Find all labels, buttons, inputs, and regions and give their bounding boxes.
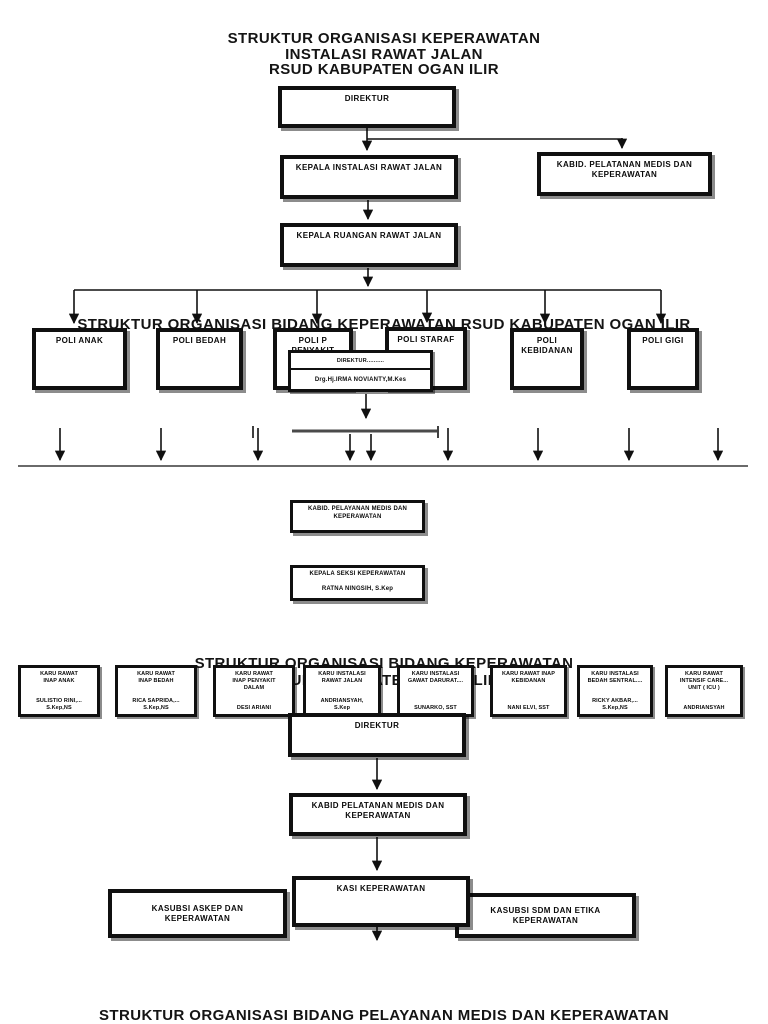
- karu-inap-bedah-title: KARU RAWAT INAP BEDAH: [137, 671, 175, 684]
- box-karu-bedah-sentral: KARU INSTALASI BEDAH SENTRAL.... RICKY A…: [577, 665, 653, 717]
- karu-rawat-jalan-name: ANDRIANSYAH, S.Kep: [320, 698, 364, 711]
- box-karu-inap-anak: KARU RAWAT INAP ANAK SULISTIO RINI,... S…: [18, 665, 100, 717]
- karu-gawat-darurat-name: SUNARKO, SST: [414, 705, 457, 711]
- box-kepala-instalasi: KEPALA INSTALASI RAWAT JALAN: [280, 155, 458, 199]
- karu-kebidanan-name: NANI ELVI, SST: [507, 705, 550, 711]
- karu-icu-title: KARU RAWAT INTENSIF CARE... UNIT ( ICU ): [679, 671, 729, 691]
- box-poli-anak-label: POLI ANAK: [55, 336, 104, 345]
- direktur-overlay-name: Drg.Hj.IRMA NOVIANTY,M.Kes: [314, 376, 407, 383]
- karu-rawat-jalan-title: KARU INSTALASI RAWAT JALAN: [318, 671, 366, 684]
- box-direktur-name-overlay: DIREKTUR.......... Drg.Hj.IRMA NOVIANTY,…: [288, 350, 433, 392]
- box-karu-icu: KARU RAWAT INTENSIF CARE... UNIT ( ICU )…: [665, 665, 743, 717]
- box-kabid-pelatanan-1: KABID. PELATANAN MEDIS DAN KEPERAWATAN: [537, 152, 712, 196]
- box-karu-inap-kebidanan: KARU RAWAT INAP KEBIDANAN NANI ELVI, SST: [490, 665, 567, 717]
- box-karu-instalasi-rawat-jalan: KARU INSTALASI RAWAT JALAN ANDRIANSYAH, …: [303, 665, 381, 717]
- box-kasi-keperawatan-label: KASI KEPERAWATAN: [336, 884, 426, 893]
- box-karu-inap-bedah: KARU RAWAT INAP BEDAH RICA SAPRIDA,... S…: [115, 665, 197, 717]
- box-poli-kebidanan: POLI KEBIDANAN: [510, 328, 584, 390]
- box-poli-bedah: POLI BEDAH: [156, 328, 243, 390]
- box-direktur-1-label: DIREKTUR: [344, 94, 390, 103]
- box-direktur-2: DIREKTUR: [288, 713, 466, 757]
- box-kasi-keperawatan: KASI KEPERAWATAN: [292, 876, 470, 927]
- box-poli-anak: POLI ANAK: [32, 328, 127, 390]
- karu-inap-penyakit-title: KARU RAWAT INAP PENYAKIT DALAM: [232, 671, 276, 691]
- box-kepala-ruangan: KEPALA RUANGAN RAWAT JALAN: [280, 223, 458, 267]
- page-title-line3: RSUD KABUPATEN OGAN ILIR: [269, 61, 499, 78]
- box-kabid-pelatanan-2: KABID PELATANAN MEDIS DAN KEPERAWATAN: [289, 793, 467, 836]
- box-direktur-2-label: DIREKTUR: [354, 721, 400, 730]
- box-kabid-pelayanan-small: KABID. PELAYANAN MEDIS DAN KEPERAWATAN: [290, 500, 425, 533]
- direktur-overlay-title: DIREKTUR..........: [291, 353, 430, 370]
- box-kasubsi-askep-label: KASUBSI ASKEP DAN KEPERAWATAN: [151, 903, 244, 923]
- page-title: STRUKTUR ORGANISASI KEPERAWATAN INSTALAS…: [0, 31, 768, 78]
- karu-bedah-sentral-name: RICKY AKBAR,... S.Kep,NS: [592, 698, 638, 711]
- box-poli-bedah-label: POLI BEDAH: [172, 336, 227, 345]
- box-kabid-pelatanan-1-label: KABID. PELATANAN MEDIS DAN KEPERAWATAN: [556, 160, 693, 179]
- box-karu-inap-penyakit-dalam: KARU RAWAT INAP PENYAKIT DALAM DESI ARIA…: [213, 665, 295, 717]
- box-kepala-seksi: KEPALA SEKSI KEPERAWATAN RATNA NINGSIH, …: [290, 565, 425, 601]
- box-poli-gigi-label: POLI GIGI: [642, 336, 684, 345]
- karu-icu-name: ANDRIANSYAH: [683, 705, 725, 711]
- box-kasubsi-askep: KASUBSI ASKEP DAN KEPERAWATAN: [108, 889, 287, 938]
- box-kabid-pelayanan-small-label: KABID. PELAYANAN MEDIS DAN KEPERAWATAN: [307, 506, 408, 520]
- karu-bedah-sentral-title: KARU INSTALASI BEDAH SENTRAL....: [587, 671, 643, 684]
- karu-inap-anak-title: KARU RAWAT INAP ANAK: [40, 671, 78, 684]
- page-title-line2: INSTALASI RAWAT JALAN: [285, 45, 483, 63]
- box-poli-staraf-label: POLI STARAF: [397, 335, 455, 344]
- karu-inap-bedah-name: RICA SAPRIDA,... S.Kep,NS: [132, 698, 180, 711]
- box-kepala-instalasi-label: KEPALA INSTALASI RAWAT JALAN: [295, 163, 443, 172]
- karu-gawat-darurat-title: KARU INSTALASI GAWAT DARURAT....: [407, 671, 464, 684]
- karu-inap-penyakit-name: DESI ARIANI: [236, 705, 272, 711]
- box-poli-kebidanan-label: POLI KEBIDANAN: [521, 336, 573, 355]
- box-karu-gawat-darurat: KARU INSTALASI GAWAT DARURAT.... SUNARKO…: [397, 665, 474, 717]
- box-kasubsi-sdm: KASUBSI SDM DAN ETIKA KEPERAWATAN: [455, 893, 636, 938]
- box-kasubsi-sdm-label: KASUBSI SDM DAN ETIKA KEPERAWATAN: [490, 905, 601, 925]
- box-kepala-seksi-label: KEPALA SEKSI KEPERAWATAN RATNA NINGSIH, …: [309, 571, 406, 592]
- box-kepala-ruangan-label: KEPALA RUANGAN RAWAT JALAN: [296, 231, 442, 240]
- karu-inap-anak-name: SULISTIO RINI,... S.Kep,NS: [36, 698, 82, 711]
- box-poli-gigi: POLI GIGI: [627, 328, 699, 390]
- karu-kebidanan-title: KARU RAWAT INAP KEBIDANAN: [501, 671, 556, 684]
- page-title-line1: STRUKTUR ORGANISASI KEPERAWATAN: [227, 30, 541, 47]
- box-direktur-1: DIREKTUR: [278, 86, 456, 128]
- bottom-section-title: STRUKTUR ORGANISASI BIDANG PELAYANAN MED…: [99, 1007, 669, 1024]
- box-kabid-pelatanan-2-label: KABID PELATANAN MEDIS DAN KEPERAWATAN: [311, 801, 445, 820]
